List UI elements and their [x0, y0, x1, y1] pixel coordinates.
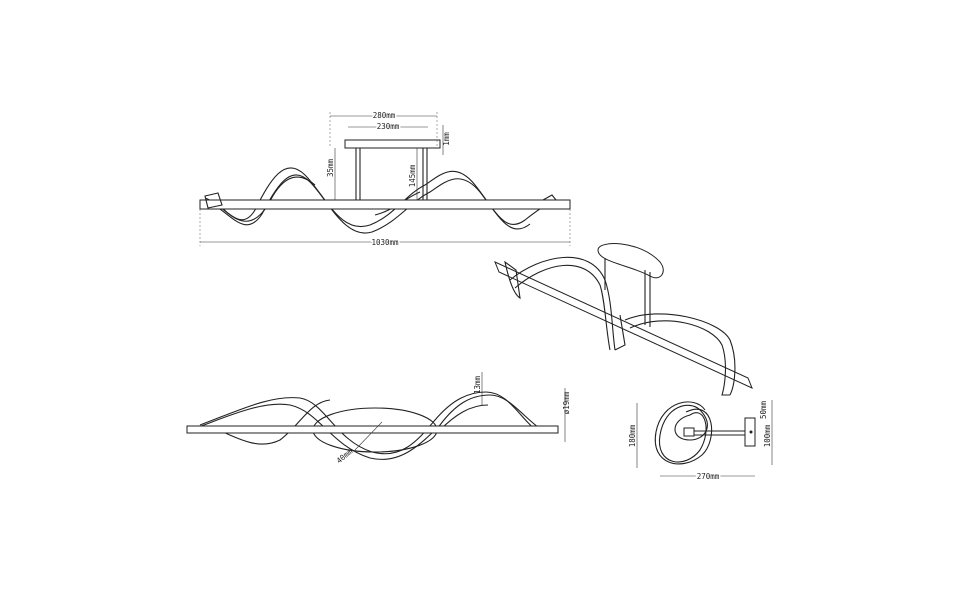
dim-13: 13mm — [473, 375, 482, 394]
dim-1: 1mm — [442, 132, 451, 146]
dim-145: 145mm — [408, 164, 417, 187]
dim-50: 50mm — [759, 400, 768, 419]
dim-35: 35mm — [326, 158, 335, 177]
light-bar-3d — [494, 261, 753, 389]
light-bar — [199, 199, 571, 210]
dim-280: 280mm — [373, 111, 396, 120]
wave-band-top — [189, 394, 546, 460]
dim-270: 270mm — [697, 472, 720, 481]
dim-180: 180mm — [628, 424, 637, 447]
perspective-view — [494, 243, 753, 396]
front-view: 280mm 230mm 1mm 35mm 145mm 1030mm — [199, 110, 571, 249]
wave-band — [204, 167, 556, 228]
canopy-3d — [597, 243, 664, 279]
spiral-band — [658, 404, 708, 463]
side-view: 180mm 270mm 50mm 100mm — [628, 400, 773, 483]
dim-100: 100mm — [763, 424, 772, 447]
dim-1030: 1030mm — [371, 238, 399, 247]
light-bar-top — [186, 425, 559, 434]
top-view: 13mm ø19mm 40mm — [186, 372, 571, 465]
dim-230: 230mm — [377, 122, 400, 131]
canopy — [344, 139, 441, 149]
dim-19: ø19mm — [562, 391, 571, 414]
